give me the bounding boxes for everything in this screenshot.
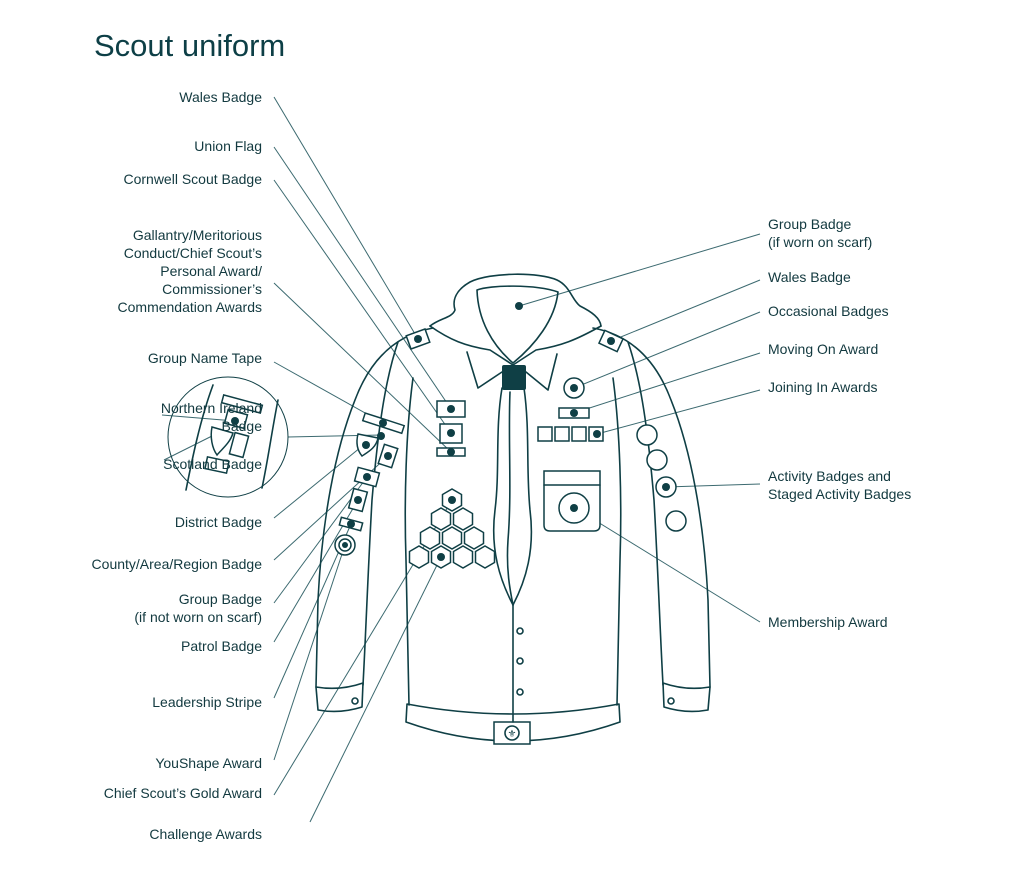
waistband bbox=[405, 703, 621, 742]
button bbox=[516, 688, 524, 696]
label-line: Commissioner’s bbox=[162, 281, 262, 297]
scarf-hood bbox=[429, 273, 602, 327]
label-youshape-award: YouShape Award bbox=[155, 754, 262, 772]
leader-cornwell bbox=[273, 179, 452, 434]
label-scotland-badge: Scotland Badge bbox=[163, 455, 262, 473]
label-group-badge-scarf: Group Badge (if worn on scarf) bbox=[768, 215, 872, 251]
label-line: Staged Activity Badges bbox=[768, 486, 912, 502]
label-line: District Badge bbox=[174, 514, 262, 530]
leader-moving-on bbox=[573, 352, 761, 414]
hexagon-badge bbox=[463, 526, 485, 550]
scarf-inner bbox=[476, 285, 559, 364]
label-line: Group Name Tape bbox=[147, 350, 262, 366]
label-membership-award: Membership Award bbox=[768, 613, 888, 631]
magnifier-circle bbox=[167, 376, 289, 498]
button bbox=[516, 657, 524, 665]
hexagon-badge bbox=[452, 545, 474, 569]
fleur-de-lis-icon: ⚜ bbox=[508, 729, 517, 740]
label-line: Group Badge bbox=[178, 591, 262, 607]
hexagon-badge bbox=[430, 507, 452, 531]
leader-district bbox=[273, 442, 367, 519]
label-line: (if not worn on scarf) bbox=[134, 609, 262, 625]
label-line: Joining In Awards bbox=[768, 379, 878, 395]
label-occasional-badges: Occasional Badges bbox=[768, 302, 889, 320]
label-line: Activity Badges and bbox=[768, 468, 891, 484]
woggle bbox=[502, 365, 526, 390]
label-patrol-badge: Patrol Badge bbox=[181, 637, 262, 655]
button bbox=[516, 627, 524, 635]
leader-membership bbox=[574, 507, 761, 623]
hexagon-badge bbox=[452, 507, 474, 531]
label-line: Gallantry/Meritorious bbox=[132, 227, 262, 243]
hexagon-badge bbox=[441, 526, 463, 550]
label-county-badge: County/Area/Region Badge bbox=[92, 555, 262, 573]
label-line: Wales Badge bbox=[179, 89, 262, 105]
label-wales-badge: Wales Badge bbox=[179, 88, 262, 106]
label-line: YouShape Award bbox=[155, 755, 262, 771]
buckle bbox=[493, 721, 531, 745]
label-line: Scotland Badge bbox=[163, 456, 262, 472]
label-wales-badge-right: Wales Badge bbox=[768, 268, 851, 286]
label-line: Cornwell Scout Badge bbox=[123, 171, 262, 187]
label-group-name-tape: Group Name Tape bbox=[148, 349, 262, 367]
leader-union-flag bbox=[273, 146, 452, 410]
leader-activity bbox=[665, 483, 761, 488]
label-line: Challenge Awards bbox=[149, 826, 262, 842]
label-line: Moving On Award bbox=[768, 341, 879, 357]
label-union-flag: Union Flag bbox=[194, 137, 262, 155]
label-line: Patrol Badge bbox=[181, 638, 262, 654]
leader-northern-ireland bbox=[161, 414, 236, 422]
leader-challenge bbox=[309, 556, 442, 823]
label-chief-scouts-gold-award: Chief Scout’s Gold Award bbox=[104, 784, 262, 802]
label-cornwell-scout-badge: Cornwell Scout Badge bbox=[123, 170, 262, 188]
left-sleeve bbox=[315, 327, 434, 688]
badges bbox=[167, 328, 687, 569]
shirt-collar bbox=[466, 351, 558, 391]
label-joining-in-awards: Joining In Awards bbox=[768, 378, 877, 396]
label-line: Northern Ireland bbox=[160, 400, 262, 416]
label-line: Occasional Badges bbox=[768, 303, 889, 319]
label-line: Personal Award/ bbox=[160, 263, 262, 279]
leader-group-scarf bbox=[518, 233, 761, 307]
label-challenge-awards: Challenge Awards bbox=[149, 825, 262, 843]
page-title: Scout uniform bbox=[94, 28, 286, 63]
label-line: Wales Badge bbox=[768, 269, 851, 285]
label-moving-on-award: Moving On Award bbox=[768, 340, 878, 358]
label-line: Membership Award bbox=[768, 614, 888, 630]
label-district-badge: District Badge bbox=[175, 513, 262, 531]
label-line: Group Badge bbox=[768, 216, 852, 232]
hexagon-badge bbox=[419, 526, 441, 550]
label-line: (if worn on scarf) bbox=[768, 234, 873, 250]
leader-youshape bbox=[273, 544, 346, 761]
leader-gallantry bbox=[273, 282, 452, 453]
leader-joining-in bbox=[596, 389, 761, 435]
leader-wales-right bbox=[610, 279, 761, 342]
label-line: Union Flag bbox=[194, 138, 262, 154]
right-sleeve bbox=[592, 327, 711, 688]
label-line: County/Area/Region Badge bbox=[91, 556, 262, 572]
label-line: Chief Scout’s Gold Award bbox=[103, 785, 262, 801]
leader-wales-badge bbox=[273, 96, 419, 340]
label-group-badge-sleeve: Group Badge (if not worn on scarf) bbox=[134, 590, 262, 626]
label-line: Conduct/Chief Scout’s bbox=[123, 245, 262, 261]
shirt-outline: ⚜ bbox=[315, 273, 711, 745]
challenge-award-hexagons bbox=[408, 488, 496, 569]
label-line: Badge bbox=[221, 418, 262, 434]
label-line: Leadership Stripe bbox=[152, 694, 262, 710]
hexagon-badge bbox=[408, 545, 430, 569]
hexagon-badge bbox=[474, 545, 496, 569]
label-leadership-stripe: Leadership Stripe bbox=[152, 693, 262, 711]
label-line: Commendation Awards bbox=[117, 299, 262, 315]
leader-occasional bbox=[573, 311, 761, 389]
